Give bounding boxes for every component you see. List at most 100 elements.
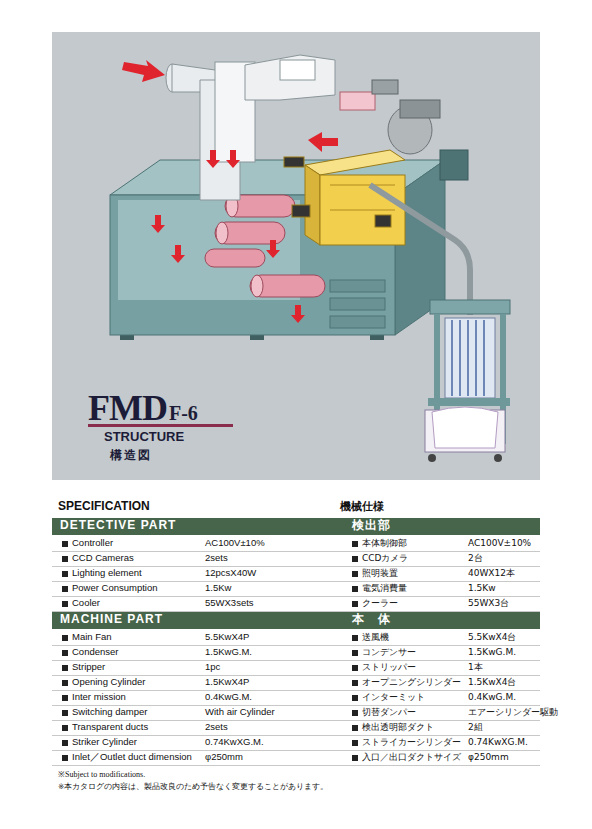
footnote: ※本カタログの内容は、製品改良のため予告なく変更することがあります。 [58, 783, 328, 792]
air-flow-arrows [291, 305, 305, 323]
bullet [352, 541, 358, 547]
spec-cell: Striker Cylinder [72, 737, 137, 748]
spec-cell: 0.74KwXG.M. [205, 737, 264, 748]
spec-cell: Inlet／Outlet duct dimension [72, 752, 192, 763]
panel-background [52, 32, 540, 480]
section-band: MACHINE PART本 体 [52, 612, 540, 629]
spec-cell: AC100V±10% [205, 538, 265, 549]
row-rule [52, 551, 540, 552]
spec-cell: 2台 [468, 553, 483, 563]
bullet [352, 586, 358, 592]
bullet [62, 710, 68, 716]
spec-cell: 1.5Kw [468, 583, 496, 593]
spec-cell: AC100V±10% [468, 538, 531, 548]
spec-cell: 55WX3sets [205, 598, 254, 609]
spec-cell: 5.5KwX4P [205, 632, 249, 643]
row-rule [52, 690, 540, 691]
top-duct [245, 55, 375, 110]
bullet [62, 650, 68, 656]
section-band: DETECTIVE PART検出部 [52, 518, 540, 535]
row-rule [52, 660, 540, 661]
spec-cell: 1.5KwX4P [205, 677, 249, 688]
detection-unit [320, 175, 405, 245]
dust-collector [428, 454, 436, 462]
row-rule [52, 735, 540, 736]
spec-cell: ストライカーシリンダー [362, 737, 461, 747]
dust-collector [483, 320, 485, 396]
detection-unit [330, 210, 395, 211]
spec-cell: CCDカメラ [362, 553, 409, 563]
spec-cell: 1本 [468, 662, 483, 672]
row-rule [52, 705, 540, 706]
band-heading: 本 体 [352, 613, 391, 627]
bullet [352, 650, 358, 656]
row-rule [52, 765, 540, 766]
bullet [62, 755, 68, 761]
spec-cell: 2sets [205, 553, 228, 564]
spec-cell: Inter mission [72, 692, 126, 703]
dust-collector [452, 320, 484, 396]
row-rule [52, 750, 540, 751]
spec-cell: 12pcsX40W [205, 568, 256, 579]
spec-cell: Opening Cylinder [72, 677, 145, 688]
spec-cell: Transparent ducts [72, 722, 148, 733]
opening-rollers [251, 275, 263, 297]
spec-cell: 2組 [468, 722, 483, 732]
dust-collector [467, 320, 469, 396]
spec-cell: インターミット [362, 692, 425, 702]
fan-motor [372, 80, 468, 180]
row-rule [52, 566, 540, 567]
bullet [352, 680, 358, 686]
machine-housing [330, 316, 385, 328]
top-duct [280, 60, 315, 80]
section-heading: SPECIFICATION [58, 500, 150, 514]
bullet [352, 725, 358, 731]
bullet [62, 725, 68, 731]
spec-cell: Controller [72, 538, 113, 549]
row-rule [52, 596, 540, 597]
bullet [352, 695, 358, 701]
band-heading: DETECTIVE PART [60, 519, 176, 533]
bullet [62, 680, 68, 686]
detection-unit [330, 185, 395, 186]
row-rule [52, 720, 540, 721]
bullet [62, 665, 68, 671]
air-flow-arrows [308, 132, 338, 152]
spec-cell: 2sets [205, 722, 228, 733]
opening-rollers [216, 222, 228, 244]
model-number: F-6 [169, 402, 198, 425]
dust-collector [494, 454, 502, 462]
spec-cell: 入口／出口ダクトサイズ [362, 752, 461, 762]
fan-motor [372, 80, 398, 94]
machine-housing [330, 298, 385, 310]
air-flow-arrows [151, 215, 165, 233]
spec-cell: φ250mm [468, 752, 509, 762]
inlet-duct [166, 62, 255, 200]
dust-collector [459, 320, 461, 396]
spec-cell: 検出透明部ダクト [362, 722, 434, 732]
bullet [62, 541, 68, 547]
bullet [62, 635, 68, 641]
spec-cell: Lighting element [72, 568, 142, 579]
spec-cell: 1.5KwX4台 [468, 677, 516, 687]
air-flow-arrows [171, 245, 185, 263]
dust-collector [445, 318, 495, 398]
bullet [352, 556, 358, 562]
bullet [352, 665, 358, 671]
spec-cell: 1.5KwG.M. [205, 647, 252, 658]
spec-cell: CCD Cameras [72, 553, 134, 564]
spec-cell: Main Fan [72, 632, 112, 643]
spec-cell: Condenser [72, 647, 118, 658]
spec-cell: φ250mm [205, 752, 243, 763]
fan-motor [440, 150, 468, 180]
top-duct [245, 55, 335, 100]
detection-unit [292, 205, 310, 217]
spec-cell: 本体制御部 [362, 538, 407, 548]
opening-rollers [250, 275, 325, 297]
spec-cell: コンデンサー [362, 647, 416, 657]
spec-cell: 0.4KwG.M. [468, 692, 516, 702]
bullet [352, 571, 358, 577]
detection-unit [375, 215, 391, 227]
dust-collector [428, 398, 510, 406]
